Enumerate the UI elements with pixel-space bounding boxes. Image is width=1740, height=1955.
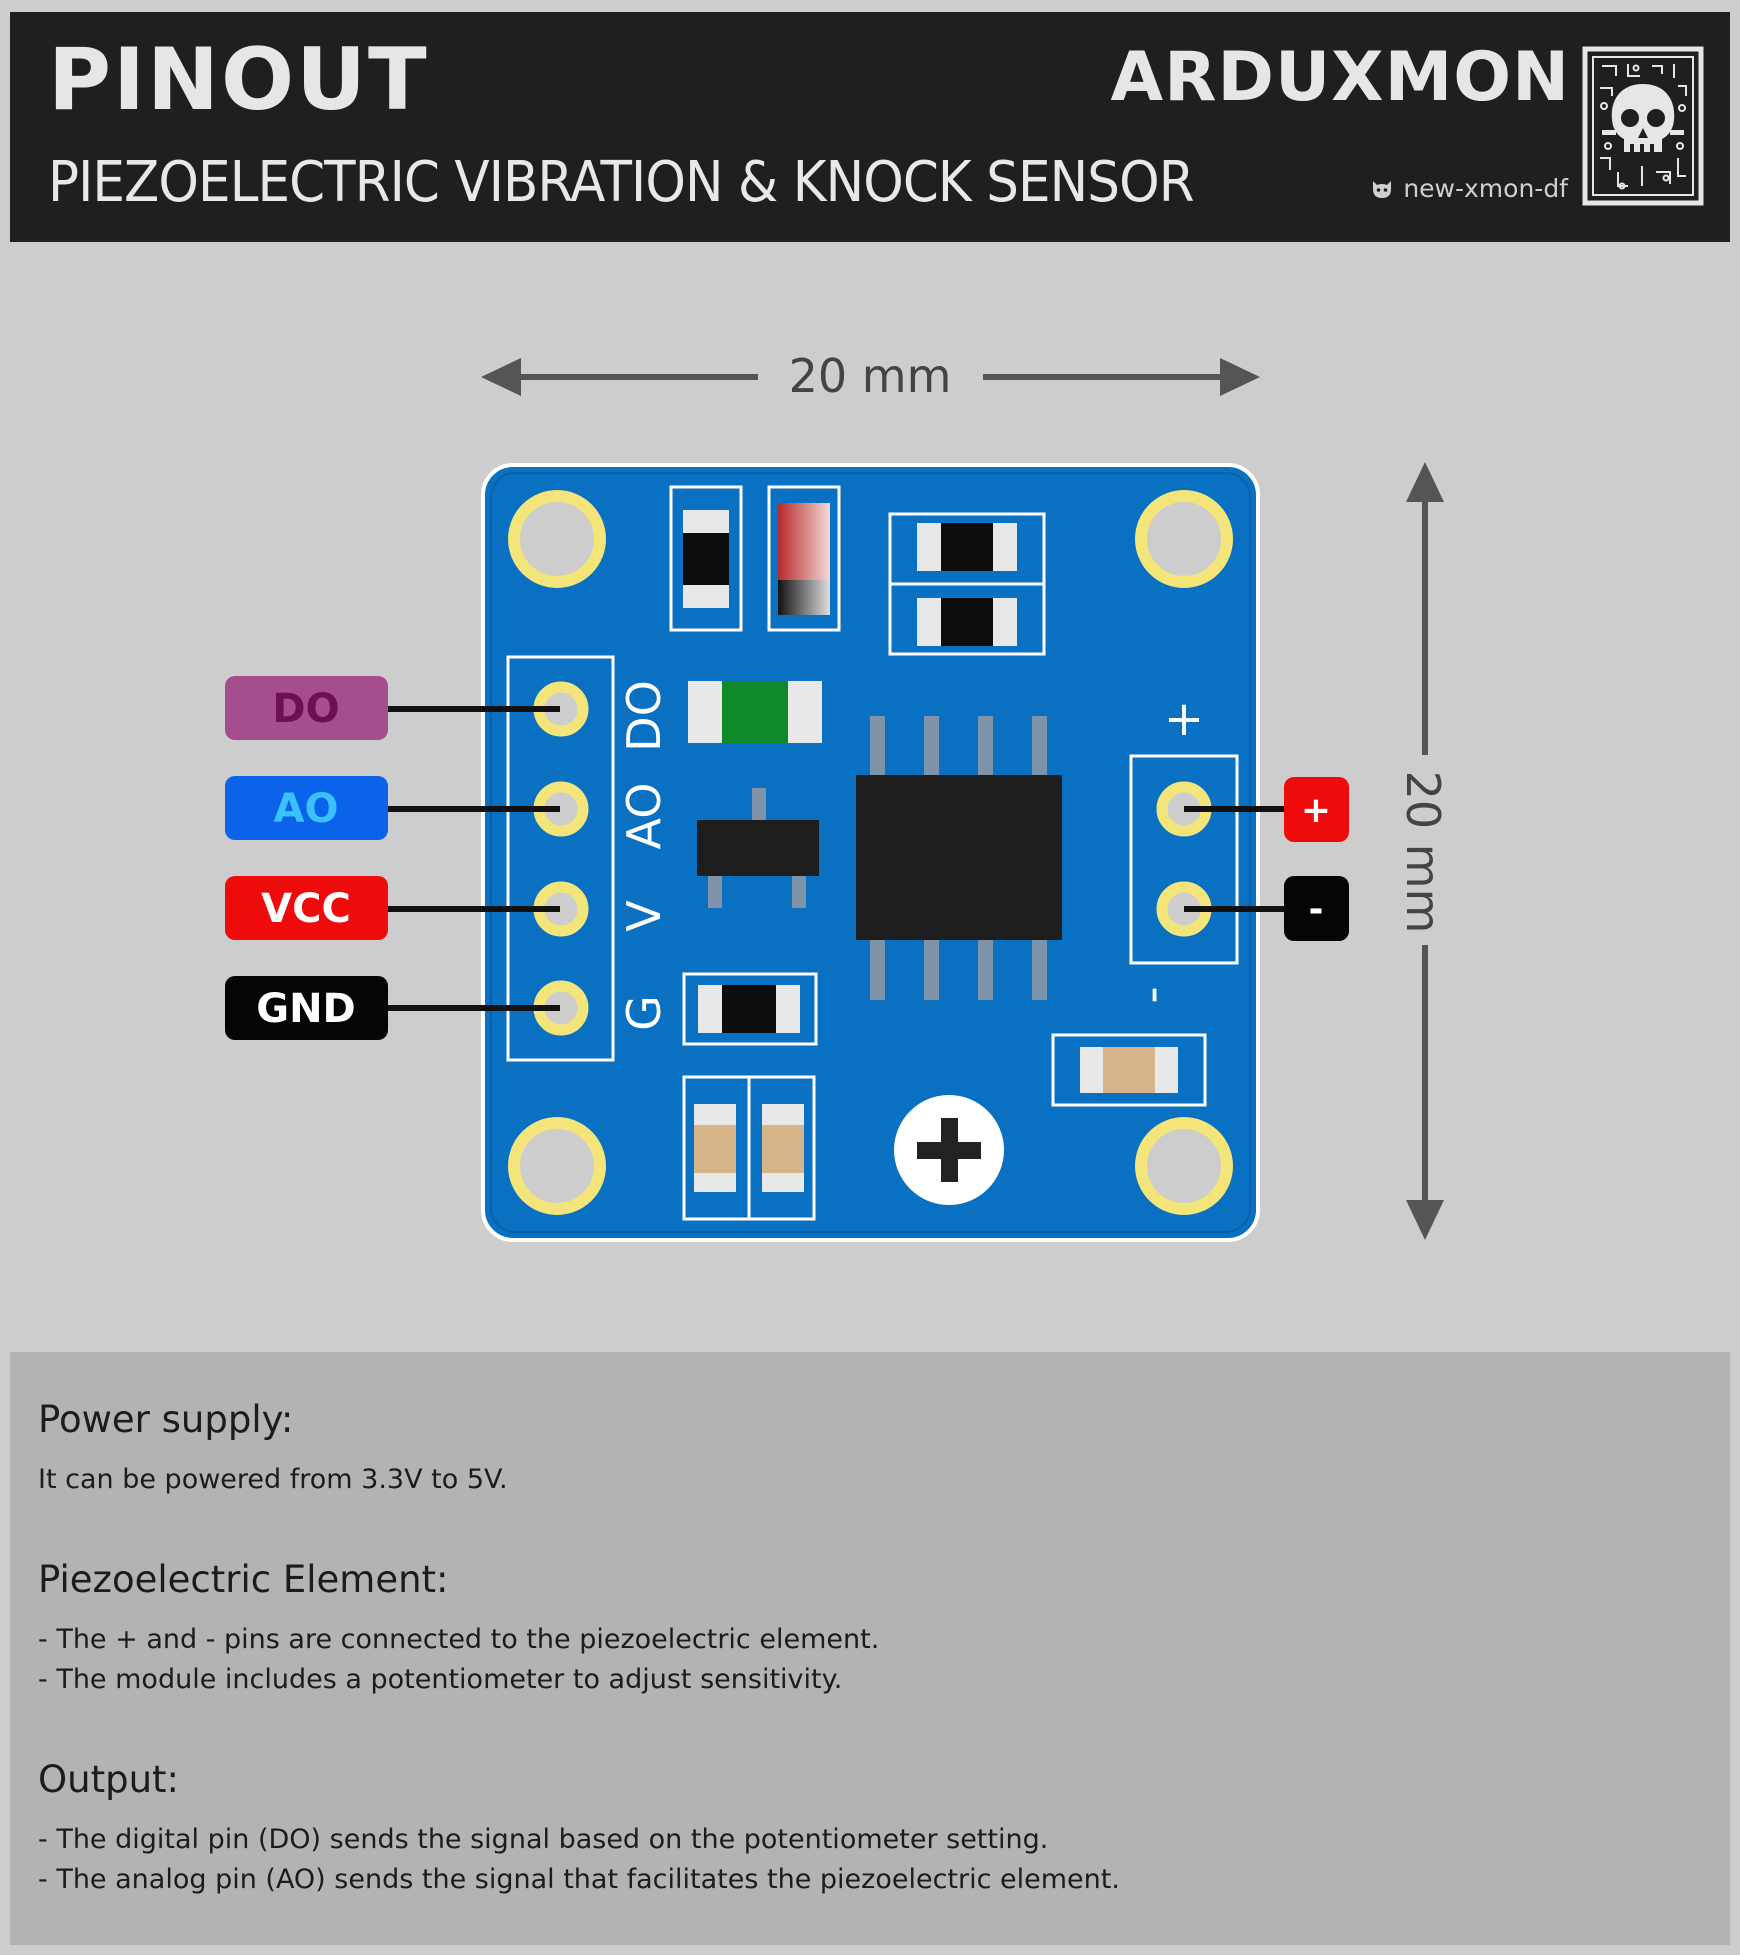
github-handle[interactable]: new-xmon-df [1369,174,1568,203]
pin-label-ao: AO [225,776,388,840]
pin-label-plus: + [1284,777,1349,842]
page-subtitle: PIEZOELECTRIC VIBRATION & KNOCK SENSOR [48,150,1194,215]
mounting-holes [508,490,1233,1215]
power-supply-line: It can be powered from 3.3V to 5V. [38,1464,508,1495]
pin-label-do: DO [225,676,388,740]
output-heading: Output: [38,1758,179,1801]
silk-do: DO [617,680,671,752]
piezo-element-heading: Piezoelectric Element: [38,1558,449,1601]
piezo-element-line-1: - The + and - pins are connected to the … [38,1624,880,1655]
pinout-diagram: 20 mm 20 mm [225,349,1450,1242]
mounting-hole-top-right [1135,490,1233,588]
mounting-hole-bottom-left [508,1117,606,1215]
silk-v: V [617,900,671,932]
silk-plus: + [1164,691,1204,747]
mounting-hole-bottom-right [1135,1117,1233,1215]
height-dimension-arrow: 20 mm [1396,462,1450,1240]
svg-text:VCC: VCC [261,886,351,932]
svg-text:GND: GND [256,986,356,1032]
height-label: 20 mm [1396,771,1450,934]
soic8-chip [856,716,1062,1000]
leader-lines [380,706,1290,1011]
silk-minus: - [1124,986,1180,1003]
smd-capacitor-pair [682,1075,816,1221]
pin-label-vcc: VCC [225,876,388,940]
skull-circuit-logo [1582,46,1704,206]
potentiometer [894,1095,1004,1205]
output-line-1: - The digital pin (DO) sends the signal … [38,1824,1049,1855]
pin-label-minus: - [1284,876,1349,941]
smd-diode [767,485,841,632]
output-line-2: - The analog pin (AO) sends the signal t… [38,1864,1120,1895]
width-dimension-arrow: 20 mm [481,349,1260,403]
handle-text: new-xmon-df [1403,174,1568,203]
svg-text:AO: AO [274,786,339,832]
smd-resistor-mid [682,972,818,1046]
sot-transistor [697,788,819,908]
svg-text:+: + [1301,790,1331,831]
smd-resistor-pair-top [888,512,1046,656]
silk-ao: AO [617,783,671,850]
mounting-hole-top-left [508,490,606,588]
github-cat-icon [1373,180,1392,198]
page-title: PINOUT [48,30,429,130]
pin-label-gnd: GND [225,976,388,1040]
silkscreen-labels: DO AO V G + - [617,680,1204,1031]
svg-text:DO: DO [272,686,339,732]
width-label: 20 mm [789,349,952,403]
smd-resistor-vertical [669,485,743,632]
green-led [688,681,822,743]
svg-text:-: - [1309,889,1324,930]
brand-name: ARDUXMON [1110,38,1570,117]
piezo-element-line-2: - The module includes a potentiometer to… [38,1664,843,1695]
silk-g: G [617,995,671,1031]
smd-capacitor-right [1051,1033,1207,1107]
header-bar: PINOUT PIEZOELECTRIC VIBRATION & KNOCK S… [10,12,1730,242]
power-supply-heading: Power supply: [38,1398,294,1441]
notes-panel: Power supply: It can be powered from 3.3… [10,1352,1730,1945]
